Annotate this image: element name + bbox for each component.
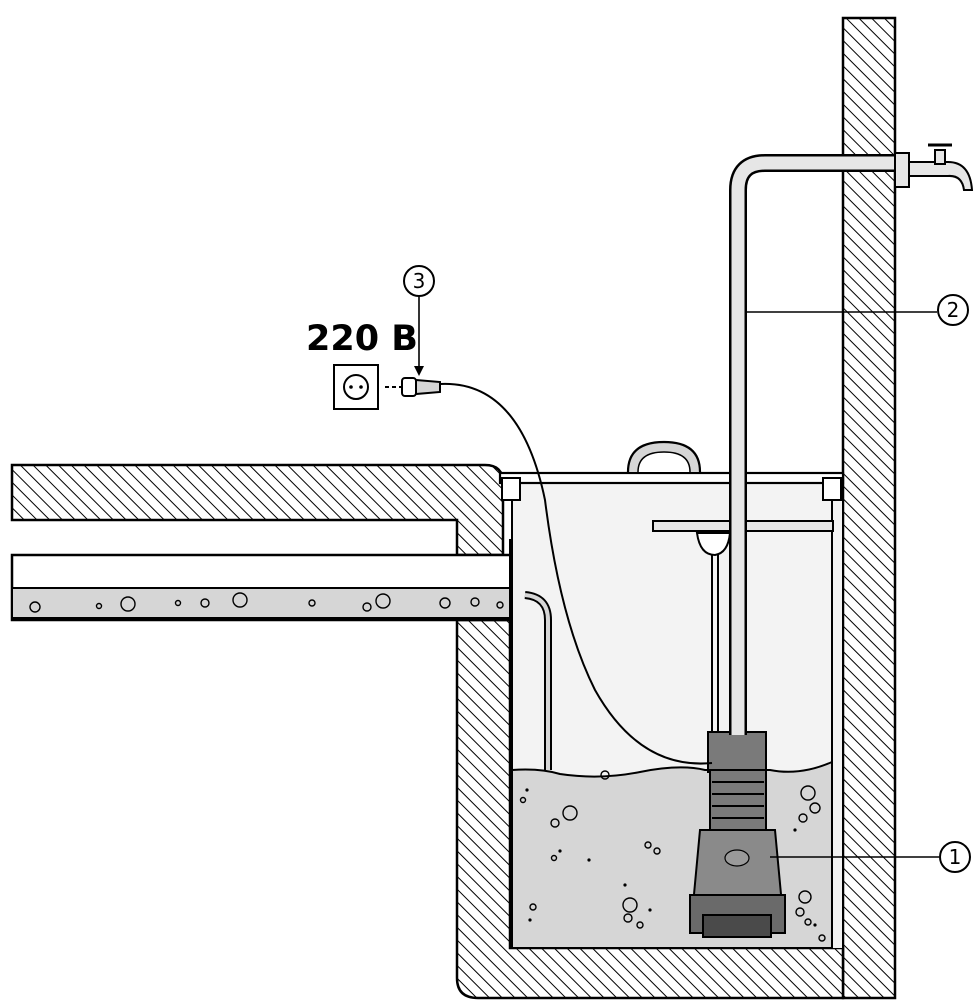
callout-1: 1: [770, 841, 971, 873]
water-tap-icon: [908, 143, 974, 191]
callout-2-number: 2: [947, 298, 960, 322]
callout-1-number: 1: [949, 845, 962, 869]
right-wall: [841, 16, 897, 1000]
inlet-pipe: [10, 539, 533, 636]
callout-2: 2: [746, 294, 969, 326]
power-plug-icon: [385, 377, 441, 397]
discharge-hose: [729, 152, 910, 735]
power-cable: [439, 382, 713, 765]
callout-3: 3: [403, 265, 435, 376]
pump-icon: [689, 731, 786, 938]
callout-3-number: 3: [413, 269, 426, 293]
voltage-label: 220 B: [306, 319, 418, 359]
pit-walls: [10, 463, 845, 1000]
inlet-drop-pipe: [524, 591, 552, 770]
wall-socket-icon: [333, 364, 379, 410]
